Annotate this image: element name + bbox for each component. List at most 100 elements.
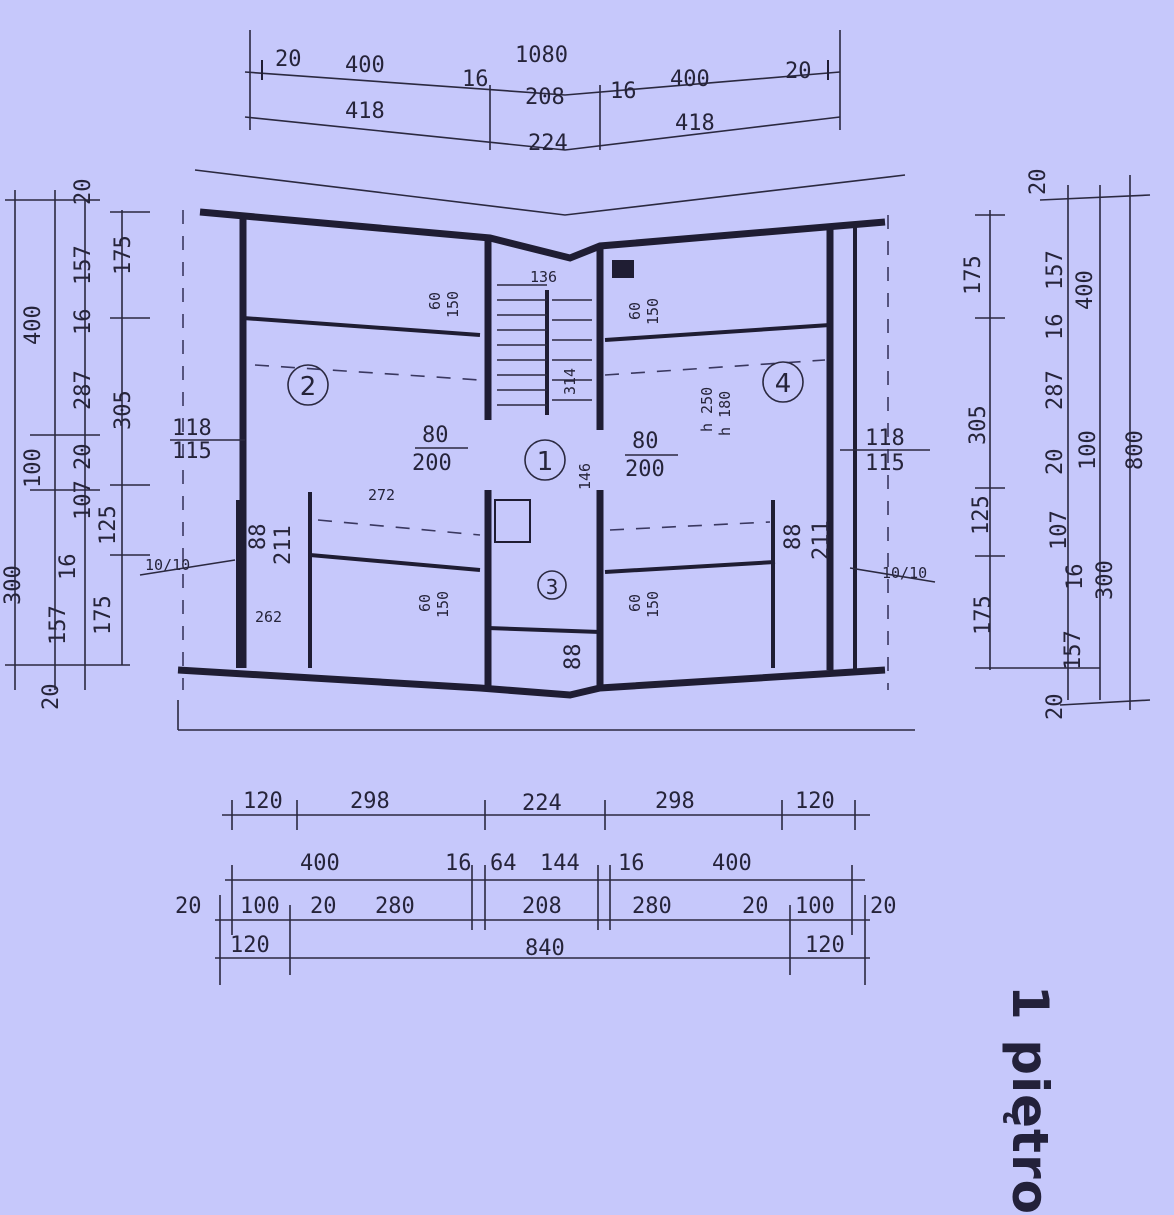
door-right-height: 200	[625, 457, 665, 482]
left-dimension-chains: 20 157 16 287 20 107 16 157 20 400 100 3…	[1, 179, 150, 710]
right-dim-20-bottom: 20	[1043, 694, 1068, 721]
left-dim-20-top: 20	[71, 179, 96, 206]
bottom-dim-16-left: 16	[445, 851, 472, 876]
wardrobe-right-width: 88	[781, 524, 806, 551]
column-label-right: 10/10	[882, 564, 927, 582]
top-dim-20-left: 20	[275, 47, 302, 72]
diagonal-dim-262: 262	[255, 608, 282, 626]
right-dim-157-top: 157	[1043, 250, 1068, 290]
small-window-bl-height: 150	[434, 591, 452, 618]
bottom-dimension-chains: 120 298 224 298 120 400 16 64 144 16 400…	[175, 789, 897, 985]
bottom-dim-64: 64	[490, 851, 517, 876]
window-right-height: 115	[865, 451, 905, 476]
left-dim-125: 125	[96, 505, 121, 545]
door-left-width: 80	[422, 423, 449, 448]
bottom-dim-20-c: 20	[742, 894, 769, 919]
door-right-width: 80	[632, 429, 659, 454]
bottom-dim-120-left: 120	[243, 789, 283, 814]
bottom-dim-224: 224	[522, 791, 562, 816]
right-dimension-chains: 175 305 125 175 20 157 16 287 20 107 16 …	[961, 169, 1151, 721]
left-dim-305: 305	[111, 390, 136, 430]
top-dim-1080: 1080	[515, 43, 568, 68]
window-left-height: 115	[172, 439, 212, 464]
wardrobe-left-width: 88	[246, 524, 271, 551]
window-left-width: 118	[172, 416, 212, 441]
right-dim-107: 107	[1047, 510, 1072, 550]
top-dimension-chains: 20 400 16 1080 208 16 400 20 418 224 418	[244, 30, 841, 156]
small-window-br-width: 60	[626, 594, 644, 612]
bottom-dim-100-left: 100	[240, 894, 280, 919]
left-dim-16-top: 16	[71, 309, 96, 336]
small-window-tl-height: 150	[444, 291, 462, 318]
ceiling-height-250: h 250	[698, 387, 716, 432]
bottom-dim-400-left: 400	[300, 851, 340, 876]
left-dim-100: 100	[21, 448, 46, 488]
bottom-dim-100-right: 100	[795, 894, 835, 919]
bottom-dim-20-d: 20	[870, 894, 897, 919]
door-left-height: 200	[412, 451, 452, 476]
left-dim-20-mid: 20	[71, 444, 96, 471]
window-right-width: 118	[865, 426, 905, 451]
room-number-2: 2	[300, 372, 317, 402]
right-dim-300: 300	[1093, 560, 1118, 600]
small-window-br-height: 150	[644, 591, 662, 618]
stair-dim-146: 146	[576, 463, 594, 490]
bottom-dim-144: 144	[540, 851, 580, 876]
bottom-dim-120-left-b: 120	[230, 933, 270, 958]
bath-door-width: 88	[561, 644, 586, 671]
bottom-dim-840: 840	[525, 936, 565, 961]
left-dim-400: 400	[21, 305, 46, 345]
right-dim-20-top: 20	[1026, 169, 1051, 196]
top-dim-16-left: 16	[462, 67, 489, 92]
opening-labels: 80 200 80 200 118 115 118 115 60 150 60 …	[139, 291, 936, 671]
small-window-tr-width: 60	[626, 302, 644, 320]
left-dim-157-top: 157	[71, 245, 96, 285]
bottom-dim-280-left: 280	[375, 894, 415, 919]
left-dim-157-bottom: 157	[46, 605, 71, 645]
bottom-dim-298-left: 298	[350, 789, 390, 814]
right-dim-305: 305	[966, 405, 991, 445]
bottom-dim-20-a: 20	[175, 894, 202, 919]
top-dim-400-right: 400	[670, 67, 710, 92]
top-dim-20-right: 20	[785, 59, 812, 84]
right-dim-175-top: 175	[961, 255, 986, 295]
left-dim-175-bottom: 175	[91, 595, 116, 635]
top-dim-208: 208	[525, 85, 565, 110]
bottom-dim-298-right: 298	[655, 789, 695, 814]
room-number-3: 3	[546, 575, 559, 599]
top-dim-16-right: 16	[610, 79, 637, 104]
bottom-dim-120-right-b: 120	[805, 933, 845, 958]
small-window-bl-width: 60	[416, 594, 434, 612]
bottom-dim-20-b: 20	[310, 894, 337, 919]
bottom-dim-280-right: 280	[632, 894, 672, 919]
right-dim-125: 125	[969, 495, 994, 535]
left-dim-16-bottom: 16	[56, 554, 81, 581]
room-number-4: 4	[775, 369, 792, 399]
staircase: 136 314 146	[497, 268, 594, 490]
top-dim-418-left: 418	[345, 99, 385, 124]
stair-dim-314: 314	[561, 368, 579, 395]
top-dim-400-left: 400	[345, 53, 385, 78]
right-dim-20-mid: 20	[1043, 449, 1068, 476]
left-dim-287: 287	[71, 370, 96, 410]
room-number-1: 1	[537, 447, 554, 477]
small-window-tr-height: 150	[644, 298, 662, 325]
left-dim-175-top: 175	[111, 235, 136, 275]
wardrobe-left-height: 211	[271, 525, 296, 565]
top-dim-418-right: 418	[675, 111, 715, 136]
page-title: 1 piętro	[1001, 985, 1059, 1215]
left-dim-300: 300	[1, 565, 26, 605]
right-dim-287: 287	[1043, 370, 1068, 410]
wardrobe-right-height: 211	[809, 520, 834, 560]
room-labels: 2 1 3 4	[287, 361, 804, 600]
diagonal-dim-272: 272	[368, 486, 395, 504]
top-dim-224: 224	[528, 131, 568, 156]
stair-dim-136: 136	[530, 268, 557, 286]
right-dim-400: 400	[1073, 270, 1098, 310]
right-dim-16-bottom: 16	[1063, 564, 1088, 591]
right-dim-16-top: 16	[1043, 314, 1068, 341]
bottom-dim-16-right: 16	[618, 851, 645, 876]
right-dim-157-bottom: 157	[1061, 630, 1086, 670]
